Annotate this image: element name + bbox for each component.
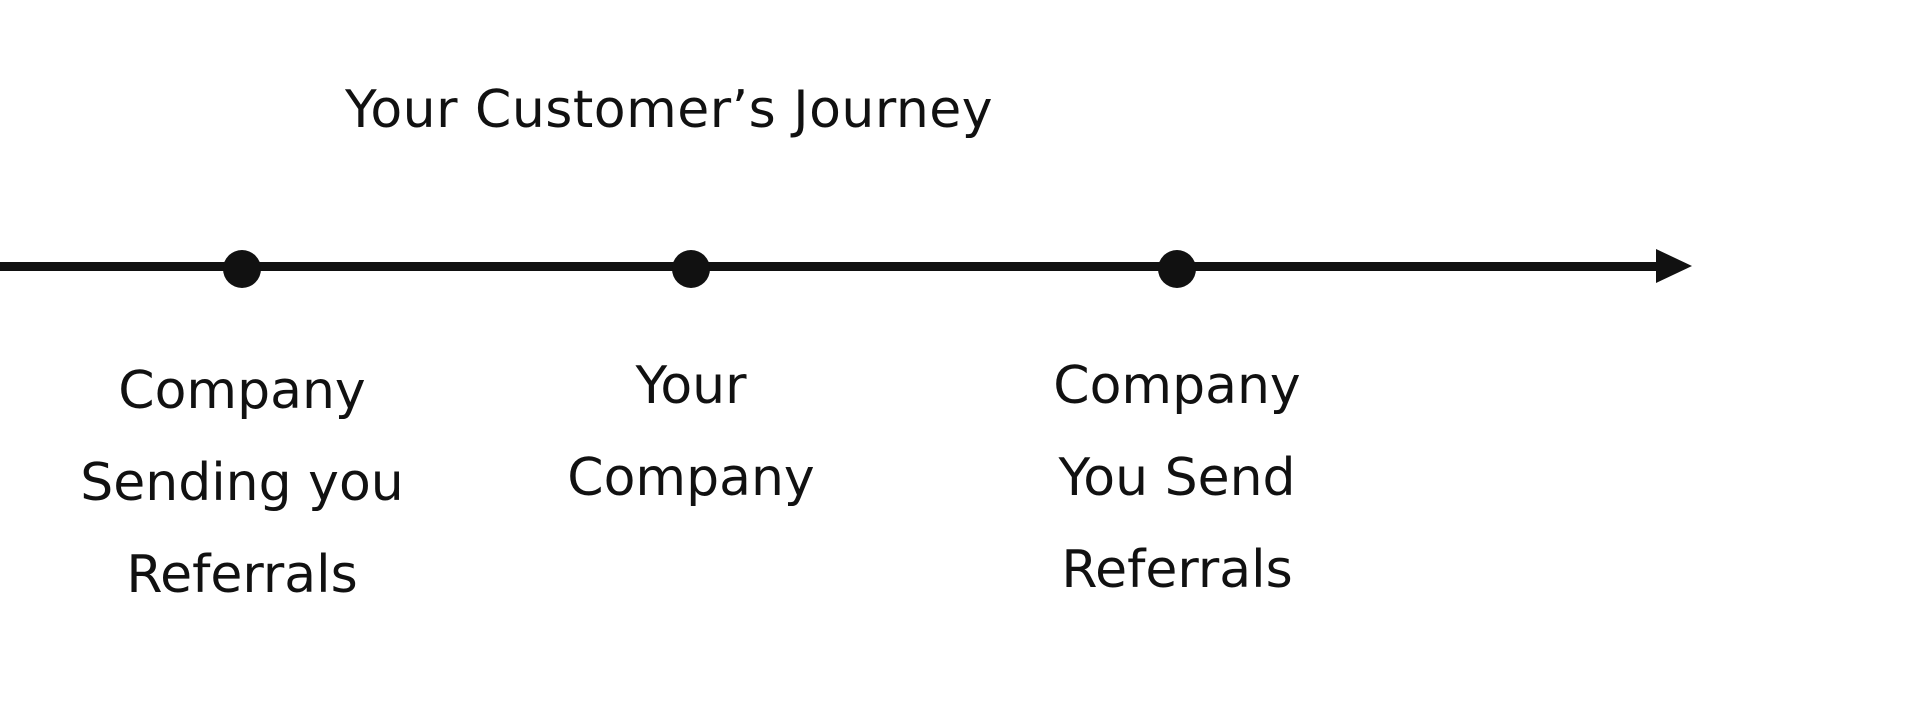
diagram-title: Your Customer’s Journey — [345, 80, 994, 140]
stage-label-line: Referrals — [126, 545, 358, 605]
stage-marker-referral-target — [1158, 250, 1196, 288]
stage-label-referral-target: Company You Send Referrals — [967, 340, 1387, 616]
timeline-arrow-icon — [1656, 249, 1692, 283]
stage-label-line: Company — [1053, 356, 1301, 416]
stage-label-line: Sending you — [80, 453, 404, 513]
stage-label-line: Your — [635, 356, 747, 416]
stage-label-line: Company — [567, 448, 815, 508]
stage-label-your-company: Your Company — [481, 340, 901, 524]
stage-label-line: You Send — [1058, 448, 1296, 508]
stage-marker-your-company — [672, 250, 710, 288]
stage-label-line: Company — [118, 361, 366, 421]
stage-marker-referrer — [223, 250, 261, 288]
timeline-line — [0, 262, 1658, 271]
stage-label-line: Referrals — [1061, 540, 1293, 600]
stage-label-referrer: Company Sending you Referrals — [32, 345, 452, 621]
